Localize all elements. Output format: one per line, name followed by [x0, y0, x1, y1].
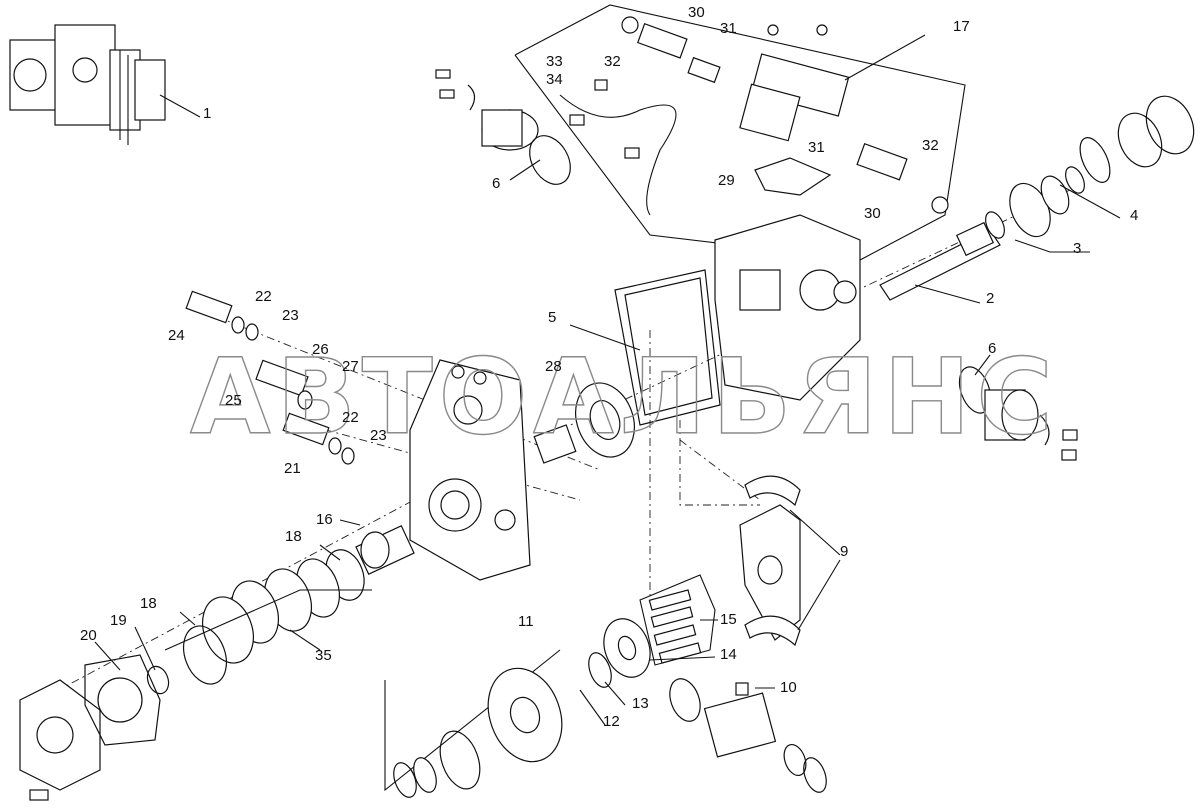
callout-31: 31	[720, 20, 737, 37]
callout-29: 29	[718, 172, 735, 189]
callout-10: 10	[780, 679, 797, 696]
end-cover-20	[19, 654, 170, 801]
callout-32: 32	[604, 53, 621, 70]
valve-plate-28	[533, 382, 635, 464]
callout-9: 9	[840, 543, 848, 560]
callout-13: 13	[632, 695, 649, 712]
cylinder-block-11	[384, 649, 612, 798]
leader-lines	[94, 34, 1121, 726]
callout-5: 5	[548, 309, 556, 326]
callout-11: 11	[518, 613, 534, 630]
callout-32-right: 32	[922, 137, 939, 154]
servo-piston-top	[435, 69, 571, 185]
callout-34: 34	[546, 71, 563, 88]
callout-28: 28	[545, 358, 562, 375]
callout-20: 20	[80, 627, 97, 644]
callout-30-lower: 30	[864, 205, 881, 222]
callout-16: 16	[316, 511, 333, 528]
callout-23: 23	[282, 307, 299, 324]
callout-4: 4	[1130, 207, 1138, 224]
callout-33: 33	[546, 53, 563, 70]
callout-14: 14	[720, 646, 737, 663]
callout-30: 30	[688, 4, 705, 21]
control-piston-10	[669, 678, 827, 793]
callout-24: 24	[168, 327, 185, 344]
callout-17: 17	[953, 18, 970, 35]
drive-shaft-assembly	[879, 95, 1195, 301]
servo-piston-right	[958, 366, 1078, 461]
callout-25: 25	[225, 392, 242, 409]
watermark: АВТОАЛЬЯНС	[190, 336, 1059, 458]
callout-6: 6	[492, 175, 500, 192]
callout-18: 18	[285, 528, 302, 545]
control-valve-group	[514, 4, 966, 261]
callout-3: 3	[1073, 240, 1081, 257]
relief-valves	[185, 290, 355, 465]
callout-1: 1	[203, 105, 211, 122]
gasket-5	[614, 269, 721, 426]
callout-22: 22	[255, 288, 272, 305]
callout-2: 2	[986, 290, 994, 307]
pump-assembly-overview	[9, 24, 166, 145]
callout-18-lower: 18	[140, 595, 157, 612]
port-plate-housing	[409, 359, 531, 581]
callout-15: 15	[720, 611, 737, 628]
charge-pump-group	[164, 525, 415, 685]
callout-21: 21	[284, 460, 301, 477]
callout-12: 12	[603, 713, 620, 730]
swashplate-9	[739, 475, 801, 647]
callout-6-right: 6	[988, 340, 996, 357]
callout-23-lower: 23	[370, 427, 387, 444]
callout-26: 26	[312, 341, 329, 358]
callout-labels: 1 2 3 4 5 6 6 9 10 11 12 13 14 15 16 17 …	[80, 4, 1138, 730]
callout-19: 19	[110, 612, 127, 629]
callout-31-lower: 31	[808, 139, 825, 156]
piston-set-15	[603, 574, 716, 678]
callout-35: 35	[315, 647, 332, 664]
callout-22-lower: 22	[342, 409, 359, 426]
callout-27: 27	[342, 358, 359, 375]
main-pump-housing	[714, 214, 861, 401]
